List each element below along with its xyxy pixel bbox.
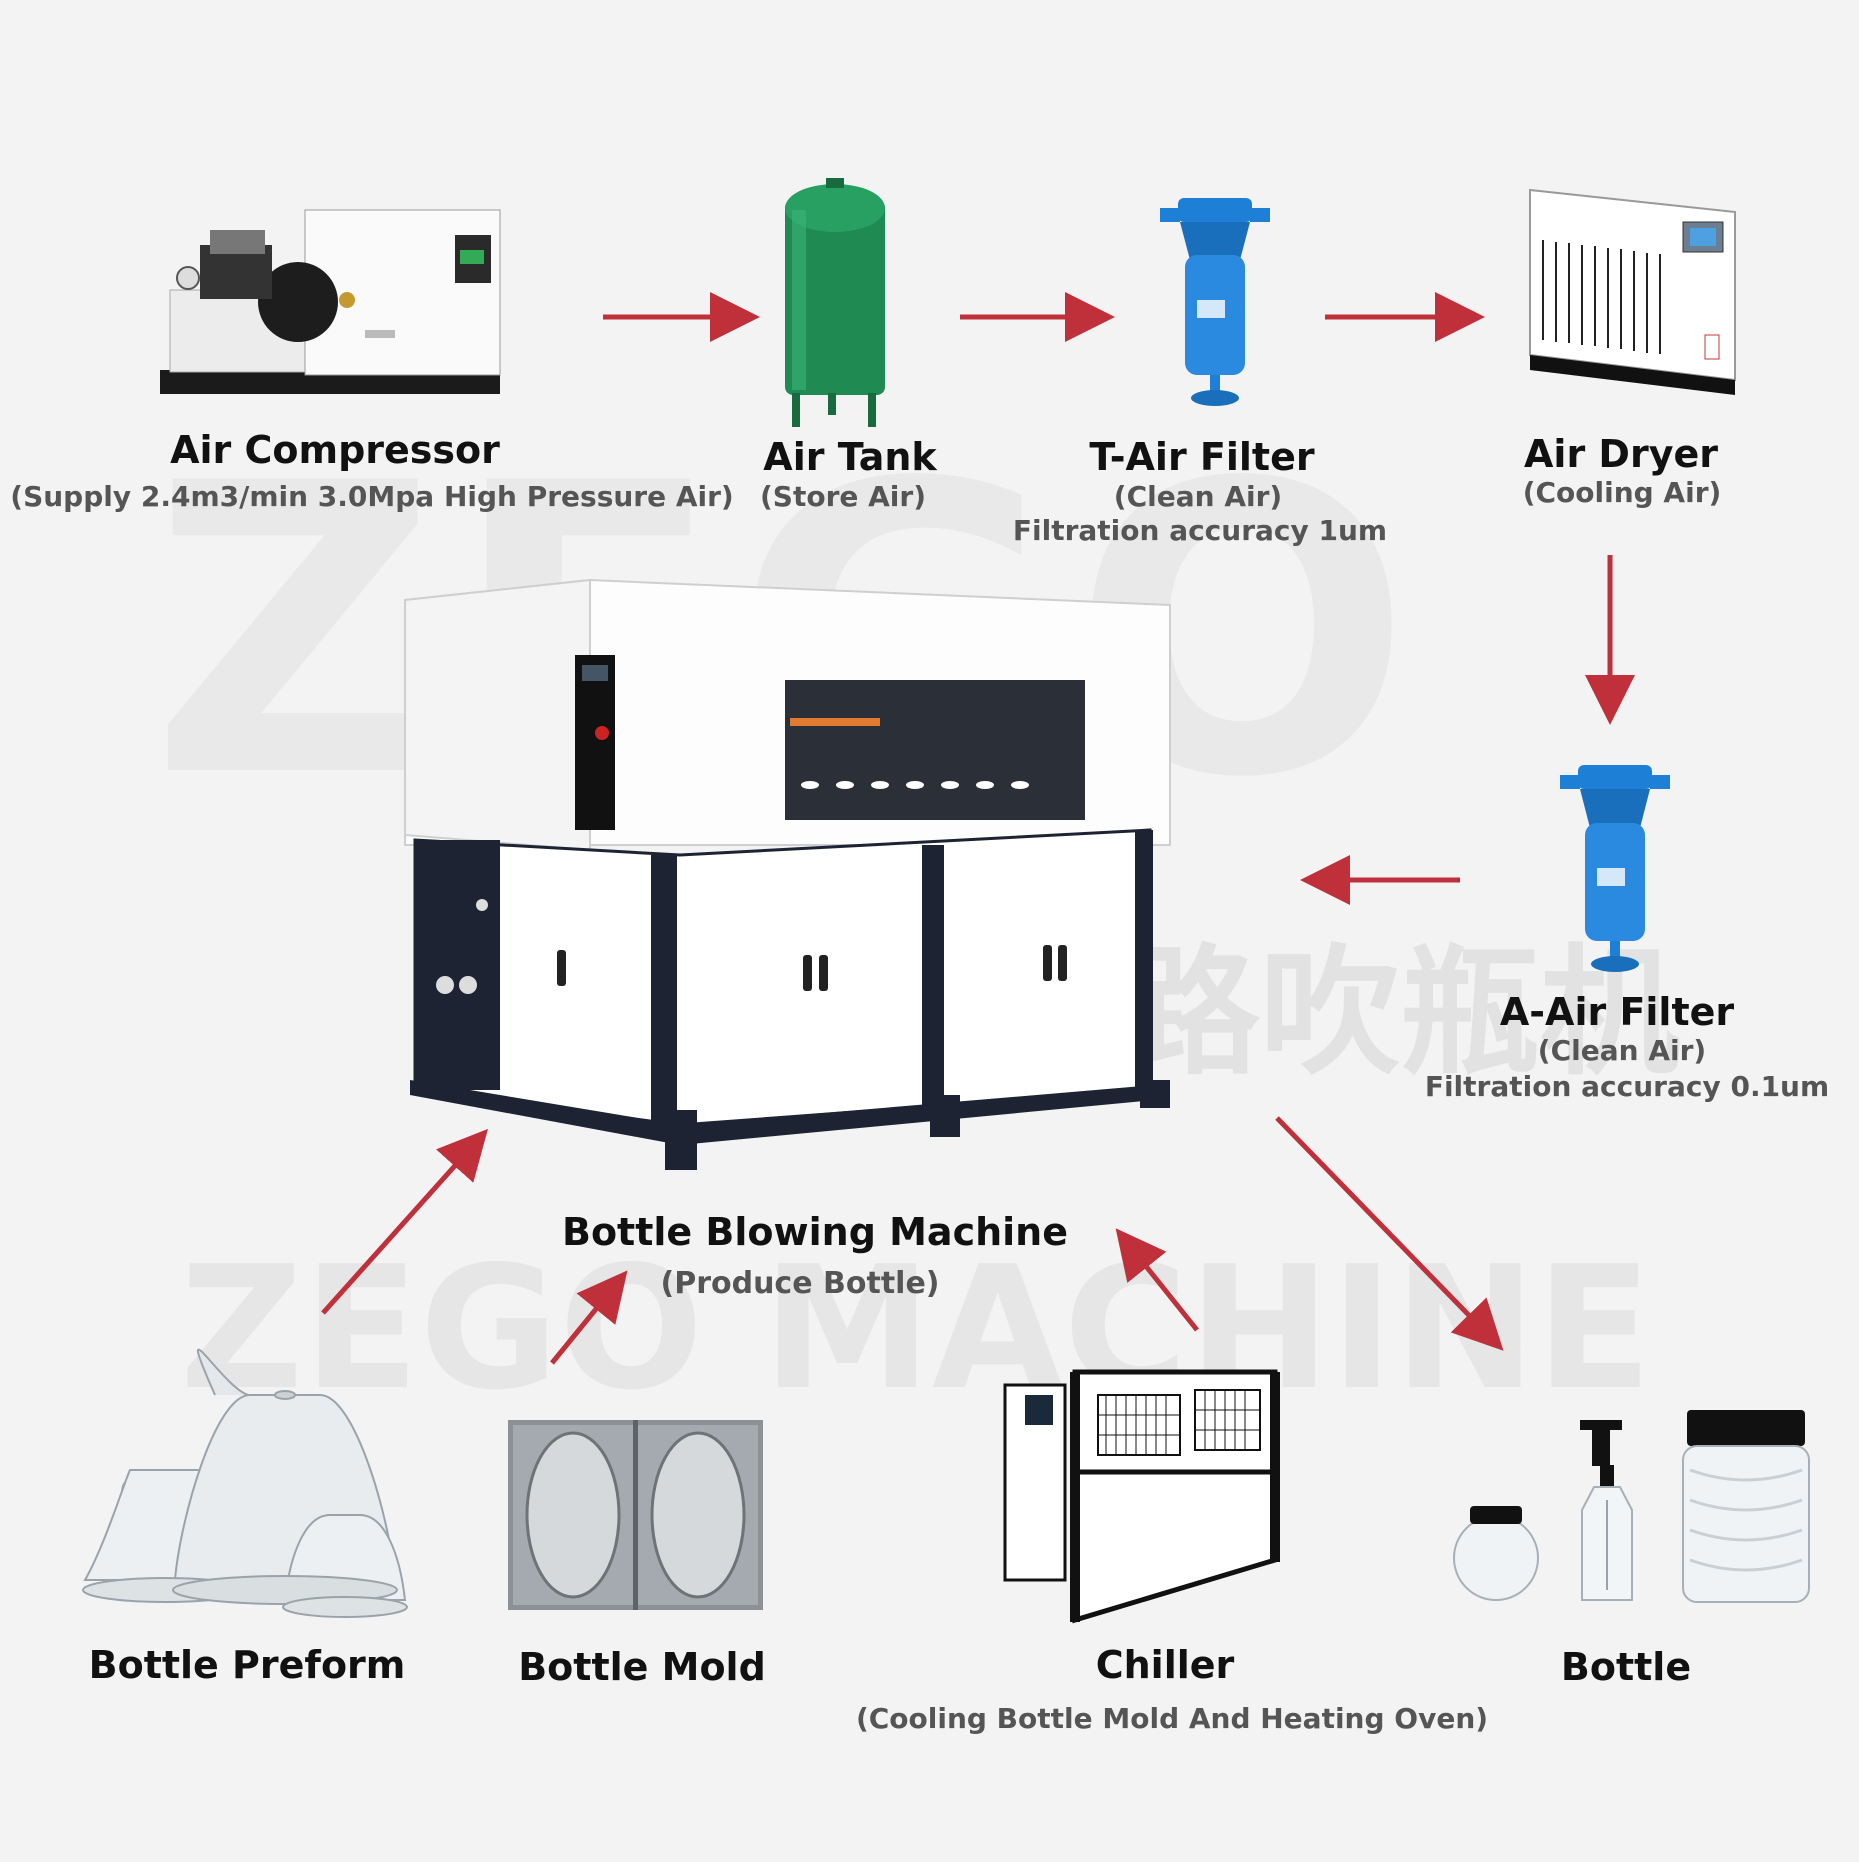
bottle-mold-title: Bottle Mold (518, 1645, 766, 1689)
a-air-filter-subtitle: (Clean Air) (1537, 1034, 1707, 1067)
a-air-filter-note: Filtration accuracy 0.1um (1424, 1070, 1830, 1103)
air-tank-title: Air Tank (763, 435, 937, 479)
chiller-title: Chiller (1095, 1643, 1235, 1687)
machine-icon (404, 578, 1171, 1170)
bottle-icon (1453, 1410, 1810, 1603)
t-air-filter-title: T-Air Filter (1089, 435, 1315, 479)
air-tank-subtitle: (Store Air) (759, 480, 927, 513)
chiller-subtitle: (Cooling Bottle Mold And Heating Oven) (855, 1702, 1489, 1735)
watermark-brand: ZEGO MACHINE (180, 1230, 1653, 1428)
dryer-icon (1529, 188, 1736, 395)
compressor-icon (160, 209, 501, 394)
air-dryer-subtitle: (Cooling Air) (1522, 476, 1722, 509)
mold-icon (508, 1420, 763, 1610)
bottle-title: Bottle (1560, 1645, 1692, 1689)
bottle-blowing-machine-subtitle: (Produce Bottle) (660, 1266, 940, 1301)
chiller-icon (1003, 1369, 1280, 1624)
filter-icon (1560, 765, 1670, 972)
arrow-chiller-to-machine (1115, 1228, 1199, 1332)
t-air-filter-subtitle: (Clean Air) (1113, 480, 1283, 513)
arrow-preform-to-machine (321, 1128, 489, 1315)
air-compressor-title: Air Compressor (170, 428, 500, 472)
arrow-machine-to-bottle (1275, 1116, 1504, 1351)
air-dryer-title: Air Dryer (1524, 432, 1718, 476)
a-air-filter-title: A-Air Filter (1499, 990, 1735, 1034)
arrow-mold-to-machine (550, 1270, 628, 1365)
bottle-preform-title: Bottle Preform (88, 1643, 406, 1687)
bottle-blowing-machine-title: Bottle Blowing Machine (561, 1210, 1069, 1254)
preform-icon (82, 1348, 408, 1618)
filter-icon (1160, 198, 1270, 406)
t-air-filter-note: Filtration accuracy 1um (1012, 514, 1388, 547)
air-compressor-subtitle: (Supply 2.4m3/min 3.0Mpa High Pressure A… (10, 480, 734, 513)
watermark-cn-text: 路吹瓶机 (1120, 932, 1681, 1095)
tank-icon (785, 178, 885, 427)
